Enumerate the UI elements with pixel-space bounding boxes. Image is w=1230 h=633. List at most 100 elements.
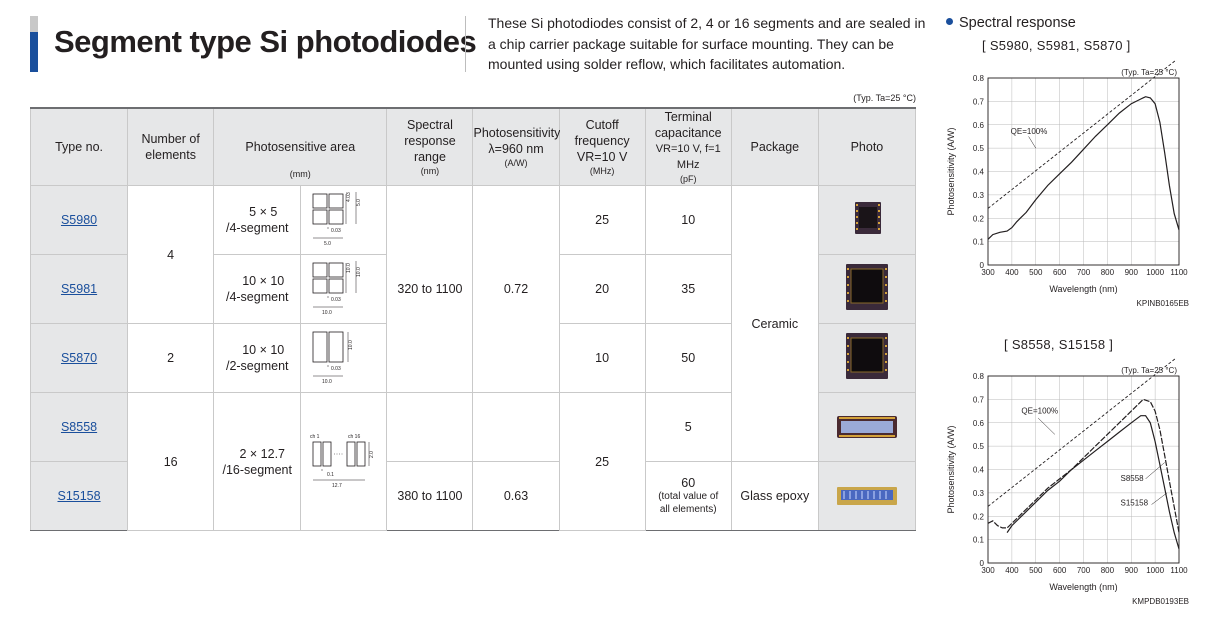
segment-diagram-s5870: 10.0 0.03 10.0: [312, 331, 354, 385]
svg-text:0.03: 0.03: [331, 297, 341, 303]
y-tick-label: 0.5: [973, 442, 985, 451]
svg-text:0.03: 0.03: [331, 366, 341, 372]
x-tick-label: 800: [1101, 566, 1115, 575]
svg-text:4.03: 4.03: [346, 192, 352, 202]
y-tick-label: 0.2: [973, 214, 985, 223]
chart2-subtitle: [ S8558, S15158 ]: [1004, 337, 1114, 352]
x-tick-label: 1100: [1170, 566, 1188, 575]
svg-text:2.0: 2.0: [369, 451, 375, 458]
y-tick-label: 0.3: [973, 489, 985, 498]
elements-cell: 16: [127, 392, 215, 531]
type-cell: S5981: [29, 254, 129, 324]
cap-cell: 10: [644, 185, 732, 255]
svg-text:10.0: 10.0: [322, 379, 332, 385]
th-photo: Photo: [817, 107, 917, 186]
x-tick-label: 600: [1053, 566, 1067, 575]
type-cell: S8558: [29, 392, 129, 462]
area-diagram-cell: 4.03 5.0 0.03 5.0: [300, 185, 388, 255]
qe-annotation: QE=100%: [1021, 406, 1058, 415]
y-tick-label: 0: [980, 559, 985, 568]
table-header-row: Type no. Number of elements Photosensiti…: [29, 107, 917, 186]
svg-text:5.0: 5.0: [356, 198, 362, 205]
y-tick-label: 0.3: [973, 191, 985, 200]
area-diagram-cell: 10.0 10.0 0.03 10.0: [300, 254, 388, 324]
y-tick-label: 0.6: [973, 121, 985, 130]
type-cell: S15158: [29, 461, 129, 531]
photo-cell: [817, 185, 917, 255]
cutoff-cell: 25: [558, 185, 646, 255]
series-line: [987, 358, 1177, 507]
table-row: S8558 16 2 × 12.7/16-segment ch 1 ch 16 …: [29, 392, 917, 531]
svg-text:5.0: 5.0: [324, 241, 331, 247]
chart1-subtitle: [ S5980, S5981, S5870 ]: [982, 38, 1131, 53]
x-tick-label: 1000: [1146, 566, 1164, 575]
x-axis-label: Wavelength (nm): [1049, 284, 1117, 294]
sens-cell: 0.72: [472, 185, 560, 393]
x-tick-label: 300: [981, 566, 995, 575]
x-tick-label: 1100: [1170, 268, 1188, 277]
th-area: Photosensitive area(mm): [213, 107, 388, 186]
type-link-s15158[interactable]: S15158: [57, 489, 101, 503]
table-row: S5980 4 5 × 5/4-segment 4.03 5.0 0.03 5.…: [29, 185, 917, 462]
type-link-s8558[interactable]: S8558: [60, 420, 98, 434]
photo-s5980: [854, 201, 881, 234]
x-tick-label: 900: [1125, 566, 1139, 575]
x-tick-label: 500: [1029, 566, 1043, 575]
th-range: Spectral response range(nm): [386, 107, 474, 186]
y-axis-label: Photosensitivity (A/W): [946, 127, 956, 215]
y-tick-label: 0.7: [973, 97, 985, 106]
y-axis-label: Photosensitivity (A/W): [946, 425, 956, 513]
type-cell: S5870: [29, 323, 129, 393]
cap-cell: 5: [644, 392, 732, 462]
table-typ-note: (Typ. Ta=25 °C): [853, 93, 916, 103]
type-link-s5870[interactable]: S5870: [60, 351, 98, 365]
y-tick-label: 0.4: [973, 168, 985, 177]
area-cell: 10 × 10/2-segment: [213, 323, 302, 393]
x-tick-label: 500: [1029, 268, 1043, 277]
s15158-leader: [1151, 492, 1168, 505]
bullet-dot-icon: [946, 18, 953, 25]
svg-text:10.0: 10.0: [346, 263, 352, 273]
y-tick-label: 0.8: [973, 74, 985, 83]
plot-frame: [987, 77, 1180, 266]
svg-text:ch 1: ch 1: [310, 434, 320, 440]
segment-diagram-s5981: 10.0 10.0 0.03 10.0: [312, 260, 362, 316]
cap-cell: 60(total value of all elements): [644, 461, 732, 531]
svg-text:10.0: 10.0: [348, 340, 354, 350]
svg-text:10.0: 10.0: [322, 310, 332, 316]
x-tick-label: 300: [981, 268, 995, 277]
segment-diagram-s5980: 4.03 5.0 0.03 5.0: [312, 191, 362, 247]
th-elements: Number of elements: [127, 107, 215, 186]
cap-cell: 50: [644, 323, 732, 393]
svg-text:0.1: 0.1: [327, 472, 334, 478]
th-type-no: Type no.: [29, 107, 129, 186]
range-cell: 380 to 1100: [386, 461, 474, 531]
sens-cell: [472, 392, 560, 462]
chart-code: KPINB0165EB: [1137, 299, 1189, 308]
th-cutoff-unit: (MHz): [589, 166, 615, 176]
type-link-s5980[interactable]: S5980: [60, 213, 98, 227]
elements-cell: 2: [127, 323, 215, 393]
s8558-annotation: S8558: [1121, 474, 1145, 483]
th-sens-unit: (A/W): [504, 158, 528, 168]
typ-note: (Typ. Ta=25 °C): [1121, 68, 1177, 77]
spectral-section-title: Spectral response: [959, 15, 1076, 31]
series-line: [987, 60, 1177, 209]
y-tick-label: 0.1: [973, 536, 985, 545]
x-tick-label: 400: [1005, 566, 1019, 575]
x-tick-label: 600: [1053, 268, 1067, 277]
series-line: [987, 398, 1180, 533]
svg-text:0.03: 0.03: [331, 228, 341, 234]
qe-leader: [1028, 136, 1036, 149]
s15158-annotation: S15158: [1121, 499, 1149, 508]
photo-cell: [817, 461, 917, 531]
area-cell: 2 × 12.7/16-segment: [213, 392, 302, 531]
table-row: S5981 10 × 10/4-segment 10.0 10.0 0.03 1…: [29, 254, 917, 324]
series-line: [987, 96, 1180, 240]
x-tick-label: 1000: [1146, 268, 1164, 277]
title-accent-bar: [30, 16, 38, 72]
y-tick-label: 0.8: [973, 372, 985, 381]
type-link-s5981[interactable]: S5981: [60, 282, 98, 296]
